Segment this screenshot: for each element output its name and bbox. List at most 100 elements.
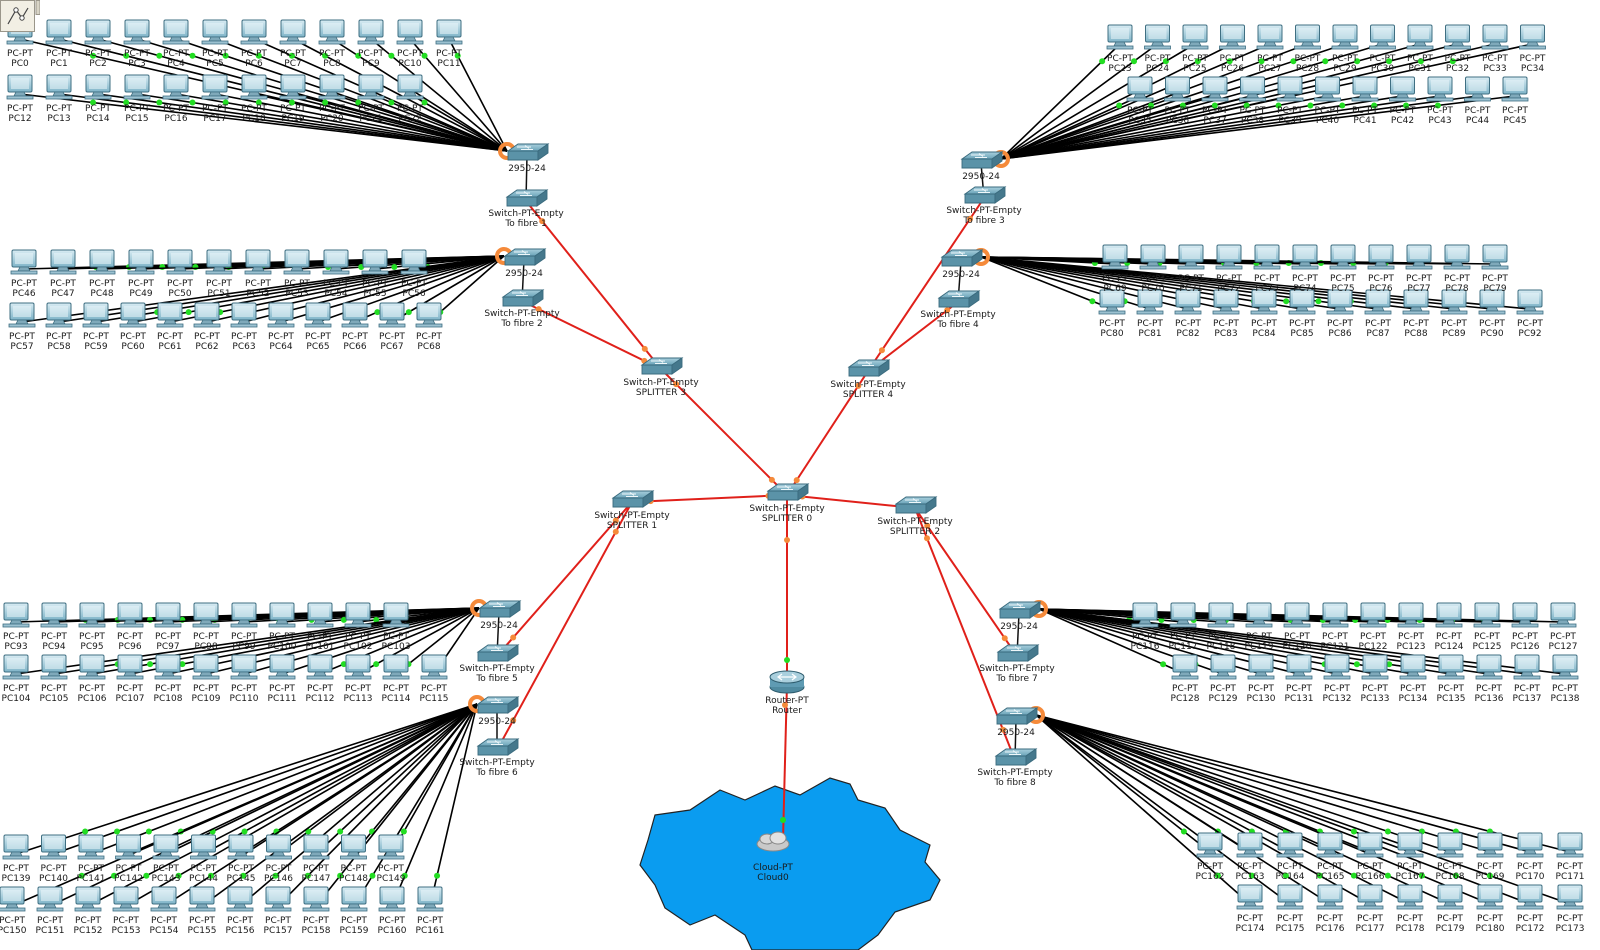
pc-pc17[interactable] bbox=[201, 74, 229, 100]
link-pc13[interactable] bbox=[58, 93, 508, 152]
link-pc1[interactable] bbox=[58, 38, 508, 152]
link-pc20[interactable] bbox=[331, 93, 508, 152]
pc-pc93[interactable] bbox=[2, 602, 30, 628]
pc-pc56[interactable] bbox=[400, 249, 428, 275]
pc-pc61[interactable] bbox=[156, 302, 184, 328]
splitter-0[interactable] bbox=[766, 483, 810, 501]
pc-pc88[interactable] bbox=[1402, 289, 1430, 315]
link-pc157[interactable] bbox=[277, 703, 478, 907]
link-pc147[interactable] bbox=[315, 703, 478, 855]
select-tool-icon[interactable] bbox=[0, 0, 40, 32]
switch-2950-g8[interactable] bbox=[995, 707, 1039, 725]
fibre-switch-6[interactable] bbox=[476, 738, 520, 756]
pc-pc2[interactable] bbox=[84, 19, 112, 45]
fibre-switch-1[interactable] bbox=[505, 189, 549, 207]
pc-pc128[interactable] bbox=[1171, 654, 1199, 680]
pc-pc37[interactable] bbox=[1201, 76, 1229, 102]
link-pc29[interactable] bbox=[1000, 43, 1346, 160]
pc-pc14[interactable] bbox=[84, 74, 112, 100]
pc-pc144[interactable] bbox=[190, 834, 217, 860]
pc-pc122[interactable] bbox=[1359, 602, 1387, 628]
pc-pc104[interactable] bbox=[2, 654, 30, 680]
link-pc43[interactable] bbox=[1000, 95, 1441, 160]
link-pc41[interactable] bbox=[1000, 95, 1366, 160]
link-pc154[interactable] bbox=[163, 703, 478, 907]
pc-pc1[interactable] bbox=[45, 19, 73, 45]
link-pc39[interactable] bbox=[1000, 95, 1291, 160]
link-pc40[interactable] bbox=[1000, 95, 1328, 160]
pc-pc4[interactable] bbox=[162, 19, 190, 45]
link-pc177[interactable] bbox=[1035, 714, 1371, 905]
link-pc162[interactable] bbox=[1035, 714, 1211, 853]
pc-pc141[interactable] bbox=[77, 834, 105, 860]
switch-2950-g4[interactable] bbox=[940, 249, 984, 267]
link-pc178[interactable] bbox=[1035, 714, 1411, 905]
fibre-switch-7[interactable] bbox=[996, 644, 1040, 662]
pc-pc125[interactable] bbox=[1473, 602, 1501, 628]
pc-pc143[interactable] bbox=[152, 834, 180, 860]
pc-pc87[interactable] bbox=[1364, 289, 1392, 315]
link-pc26[interactable] bbox=[1000, 43, 1233, 160]
pc-pc153[interactable] bbox=[112, 886, 140, 912]
pc-pc62[interactable] bbox=[193, 302, 221, 328]
pc-pc175[interactable] bbox=[1276, 884, 1304, 910]
pc-pc85[interactable] bbox=[1288, 289, 1316, 315]
switch-2950-g7[interactable] bbox=[998, 601, 1042, 619]
link-pc92[interactable] bbox=[980, 256, 1531, 310]
pc-pc178[interactable] bbox=[1396, 884, 1424, 910]
pc-pc80[interactable] bbox=[1098, 289, 1126, 315]
link-pc25[interactable] bbox=[1000, 43, 1196, 160]
pc-pc24[interactable] bbox=[1144, 24, 1171, 50]
link-pc33[interactable] bbox=[1000, 43, 1496, 160]
pc-pc12[interactable] bbox=[6, 74, 34, 100]
pc-pc103[interactable] bbox=[382, 602, 410, 628]
link-pc5[interactable] bbox=[214, 38, 508, 152]
pc-pc148[interactable] bbox=[340, 834, 367, 860]
link-pc45[interactable] bbox=[1000, 95, 1516, 160]
link-pc180[interactable] bbox=[1035, 714, 1491, 905]
pc-pc147[interactable] bbox=[302, 834, 330, 860]
pc-pc96[interactable] bbox=[116, 602, 144, 628]
fiber-s0-s2[interactable] bbox=[786, 494, 916, 509]
link-pc169[interactable] bbox=[1035, 714, 1491, 853]
pc-pc58[interactable] bbox=[45, 302, 73, 328]
pc-pc177[interactable] bbox=[1356, 884, 1384, 910]
fibre-switch-2[interactable] bbox=[501, 289, 545, 307]
link-pc134[interactable] bbox=[1038, 608, 1414, 675]
pc-pc164[interactable] bbox=[1276, 832, 1304, 858]
pc-pc116[interactable] bbox=[1131, 602, 1159, 628]
pc-pc168[interactable] bbox=[1436, 832, 1464, 858]
pc-pc36[interactable] bbox=[1164, 76, 1191, 102]
fibre-switch-4[interactable] bbox=[937, 290, 981, 308]
pc-pc47[interactable] bbox=[49, 249, 77, 275]
pc-pc136[interactable] bbox=[1475, 654, 1503, 680]
pc-pc117[interactable] bbox=[1169, 602, 1197, 628]
pc-pc106[interactable] bbox=[78, 654, 106, 680]
pc-pc8[interactable] bbox=[318, 19, 346, 45]
pc-pc149[interactable] bbox=[377, 834, 405, 860]
switch-2950-g6[interactable] bbox=[476, 696, 520, 714]
pc-pc5[interactable] bbox=[201, 19, 229, 45]
pc-pc78[interactable] bbox=[1443, 244, 1471, 270]
link-pc160[interactable] bbox=[391, 703, 478, 907]
pc-pc121[interactable] bbox=[1321, 602, 1349, 628]
pc-pc40[interactable] bbox=[1314, 76, 1341, 102]
link-pc6[interactable] bbox=[253, 38, 508, 152]
pc-pc174[interactable] bbox=[1236, 884, 1264, 910]
pc-pc102[interactable] bbox=[344, 602, 372, 628]
pc-pc95[interactable] bbox=[78, 602, 106, 628]
fibre-switch-8[interactable] bbox=[994, 748, 1038, 766]
pc-pc28[interactable] bbox=[1294, 24, 1321, 50]
pc-pc129[interactable] bbox=[1209, 654, 1237, 680]
link-pc61[interactable] bbox=[169, 255, 505, 323]
pc-pc57[interactable] bbox=[8, 302, 36, 328]
link-pc161[interactable] bbox=[429, 703, 478, 907]
pc-pc21[interactable] bbox=[357, 74, 385, 100]
pc-pc158[interactable] bbox=[302, 886, 330, 912]
link-pc16[interactable] bbox=[175, 93, 508, 152]
fibre-switch-5[interactable] bbox=[476, 644, 520, 662]
pc-pc155[interactable] bbox=[188, 886, 216, 912]
pc-pc45[interactable] bbox=[1501, 76, 1529, 102]
link-pc7[interactable] bbox=[292, 38, 508, 152]
pc-pc92[interactable] bbox=[1516, 289, 1544, 315]
